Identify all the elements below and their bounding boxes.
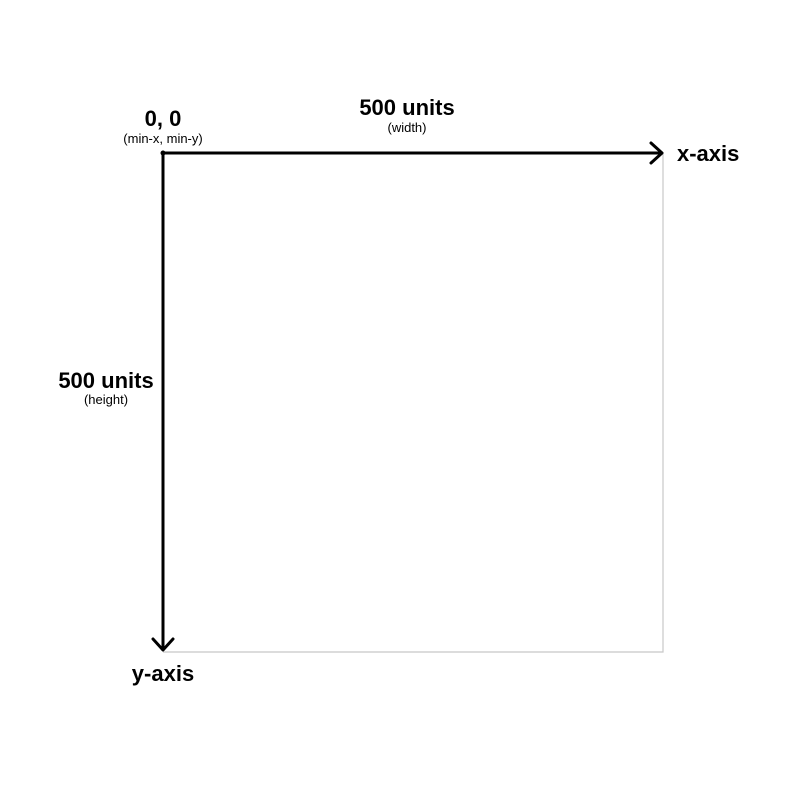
viewport-box-border xyxy=(163,152,664,653)
width-label: 500 units xyxy=(359,95,454,120)
origin-caption: (min-x, min-y) xyxy=(123,131,202,146)
y-axis-arrowhead xyxy=(151,637,175,652)
origin-point xyxy=(160,150,166,156)
y-axis-label: y-axis xyxy=(132,661,194,686)
x-axis-arrowhead xyxy=(649,141,664,165)
height-label: 500 units xyxy=(58,368,153,393)
height-caption: (height) xyxy=(84,392,128,407)
x-axis-arrow xyxy=(163,141,664,165)
y-axis-arrow xyxy=(151,153,175,652)
origin-label: 0, 0 xyxy=(145,106,182,131)
x-axis-label: x-axis xyxy=(677,141,739,166)
width-caption: (width) xyxy=(387,120,426,135)
